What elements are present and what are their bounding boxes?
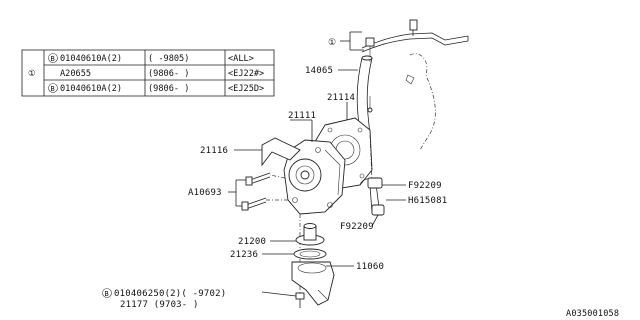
callout-11060: 11060: [356, 262, 384, 272]
case-bolt: [295, 292, 305, 308]
callout-14065: 14065: [305, 66, 333, 76]
diagram-code: A035001058: [566, 309, 619, 319]
callout-f92209-lower: F92209: [340, 222, 374, 232]
callout-21114: 21114: [327, 93, 355, 103]
callout-21116: 21116: [200, 146, 228, 156]
callout-ref-1: ①: [328, 38, 336, 48]
table-part-number: 01040610A(2): [60, 84, 122, 94]
table-range: (9806- ): [148, 69, 189, 79]
engine-outline: [409, 53, 436, 151]
table-range: (9806- ): [148, 84, 189, 94]
callout-21177: 21177 (9703- ): [120, 300, 199, 310]
pump-bolts: [241, 172, 288, 211]
bolt-mark-b: B: [105, 290, 109, 298]
bolt-mark-b: B: [51, 55, 55, 63]
bolt-mark-b: B: [51, 85, 55, 93]
water-pipe: [356, 19, 469, 136]
thermostat-gasket: [293, 248, 327, 260]
table-spec: <EJ22#>: [228, 69, 264, 79]
table-part-number: A20655: [60, 69, 91, 79]
reference-table: ① B 01040610A(2) ( -9805) <ALL> A20655 (…: [21, 49, 275, 97]
pump-bracket: [261, 137, 301, 167]
engine-bracket: [405, 74, 415, 85]
table-ref-mark: ①: [28, 69, 36, 79]
leader-lines: [228, 31, 406, 297]
thermostat: [295, 223, 325, 246]
table-range: ( -9805): [148, 54, 189, 64]
callout-21200: 21200: [238, 237, 266, 247]
callout-labels: ① 14065 21114 21111 21116 A10693 F92209 …: [102, 38, 447, 310]
table-spec: <EJ25D>: [228, 84, 264, 94]
table-part-number: 01040610A(2): [60, 54, 122, 64]
callout-h615081: H615081: [408, 196, 447, 206]
callout-21236: 21236: [230, 250, 258, 260]
callout-bolt-number: 010406250(2)( -9702): [114, 289, 226, 299]
callout-21111: 21111: [288, 111, 316, 121]
bypass-hose: [359, 134, 385, 216]
table-spec: <ALL>: [228, 54, 254, 64]
callout-a10693: A10693: [188, 188, 222, 198]
water-pump: [283, 139, 346, 215]
thermostat-case: [291, 261, 335, 306]
callout-f92209-upper: F92209: [408, 181, 442, 191]
